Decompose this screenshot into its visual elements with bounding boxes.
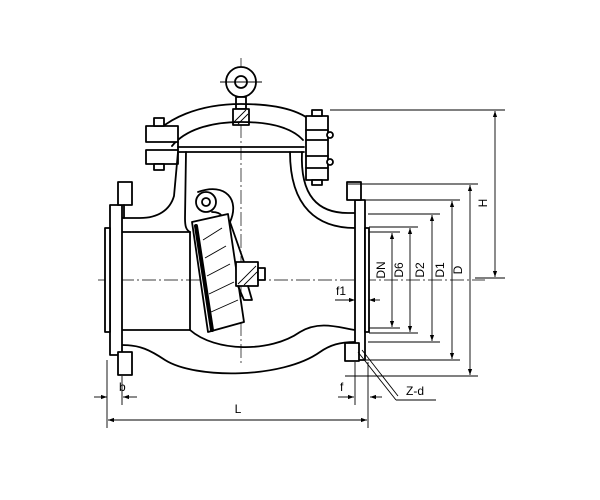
- right-flange: [344, 181, 370, 362]
- dimension-h: H: [330, 109, 505, 279]
- dimension-d: D: [345, 183, 478, 377]
- dimension-dn: DN: [369, 231, 400, 329]
- label-d2: D2: [413, 262, 427, 278]
- hinge-pin-icon: [195, 191, 217, 213]
- dimension-d1: D1: [362, 199, 460, 361]
- dimension-l: L: [106, 360, 369, 428]
- dimension-f: f: [338, 362, 382, 405]
- label-d: D: [451, 265, 465, 274]
- center-lines: [98, 58, 485, 365]
- label-h: H: [476, 199, 490, 208]
- label-f: f: [340, 380, 344, 394]
- left-bonnet-bolt: [145, 117, 179, 171]
- label-dn: DN: [374, 261, 388, 278]
- right-bonnet-bolt: [305, 109, 334, 186]
- label-d6: D6: [392, 262, 406, 278]
- lifting-eye-bolt: [220, 66, 262, 126]
- label-d1: D1: [433, 262, 447, 278]
- label-z-d: Z-d: [406, 384, 424, 398]
- label-l: L: [235, 402, 242, 416]
- label-b: b: [119, 380, 126, 394]
- swing-disc: [191, 188, 266, 333]
- dimension-f1: f1: [335, 284, 380, 303]
- dimension-b: b: [94, 376, 137, 405]
- valve-body: [121, 151, 356, 375]
- dimension-d6: D6: [369, 226, 418, 334]
- label-f1: f1: [336, 284, 346, 298]
- left-flange: [104, 181, 133, 376]
- leader-z-d: Z-d: [357, 349, 436, 401]
- dimension-d2: D2: [368, 213, 440, 343]
- bonnet: [149, 103, 319, 153]
